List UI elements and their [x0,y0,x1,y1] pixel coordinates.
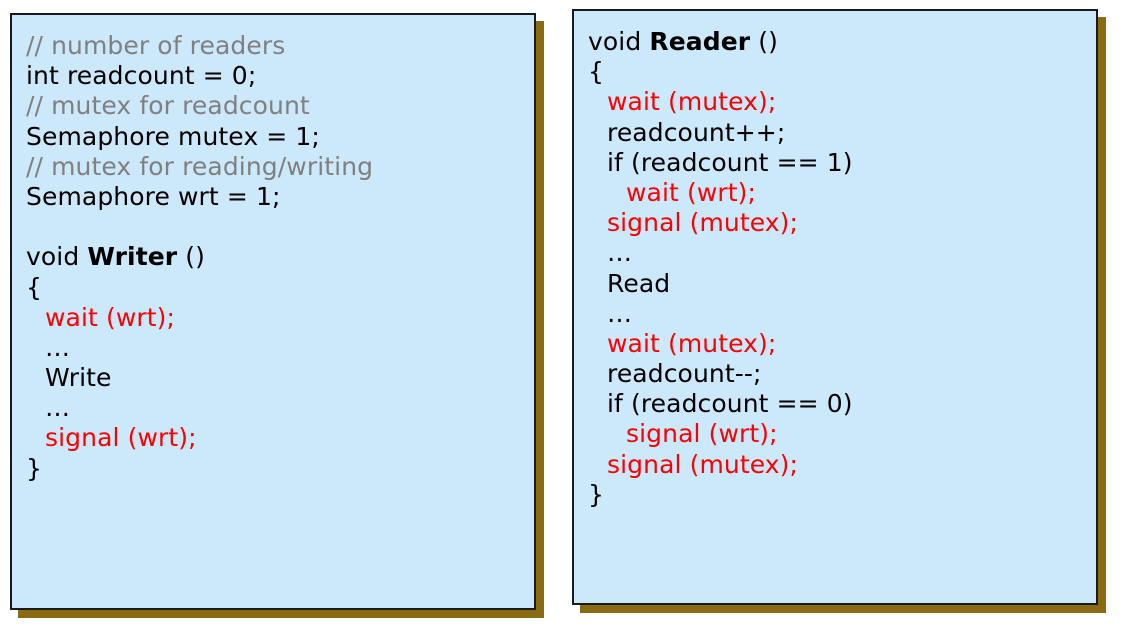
code-line: wait (wrt); [626,177,757,207]
reader-code-body: void Reader (){wait (mutex);readcount++;… [574,11,1096,510]
code-line: // number of readers [26,31,286,60]
code-line: } [588,479,605,509]
code-line: … [45,393,71,423]
code-token: () [177,242,205,272]
function-name: Reader [649,27,751,56]
code-line: Semaphore wrt = 1; [26,181,281,211]
code-token: void [588,27,650,56]
code-token: () [750,27,778,56]
code-line: … [607,238,633,268]
code-line: signal (wrt); [626,419,778,449]
function-name: Writer [87,242,178,272]
code-line: void Reader () [588,27,1096,57]
code-line: if (readcount == 1) [607,147,853,177]
code-line [26,212,534,242]
reader-code-panel: void Reader (){wait (mutex);readcount++;… [572,9,1098,605]
code-line: readcount--; [607,359,762,389]
code-line: signal (wrt); [45,423,197,453]
code-line: wait (mutex); [607,328,777,358]
code-line: Write [45,363,112,393]
code-line: readcount++; [607,117,786,147]
code-line: wait (wrt); [45,302,176,332]
code-line: signal (mutex); [607,449,799,479]
code-line: signal (mutex); [607,208,799,238]
code-line: // mutex for readcount [26,91,310,121]
code-line: Read [607,268,671,298]
code-line: { [588,57,605,87]
code-line: … [45,332,71,362]
code-line: void Writer () [26,242,534,272]
code-line: Semaphore mutex = 1; [26,121,320,151]
code-line: wait (mutex); [607,87,777,117]
code-line: } [26,453,43,483]
code-line: { [26,272,43,302]
code-line: … [607,298,633,328]
code-line: if (readcount == 0) [607,389,853,419]
code-token: void [26,242,88,272]
code-line: // mutex for reading/writing [26,151,374,181]
code-line: int readcount = 0; [26,61,257,91]
